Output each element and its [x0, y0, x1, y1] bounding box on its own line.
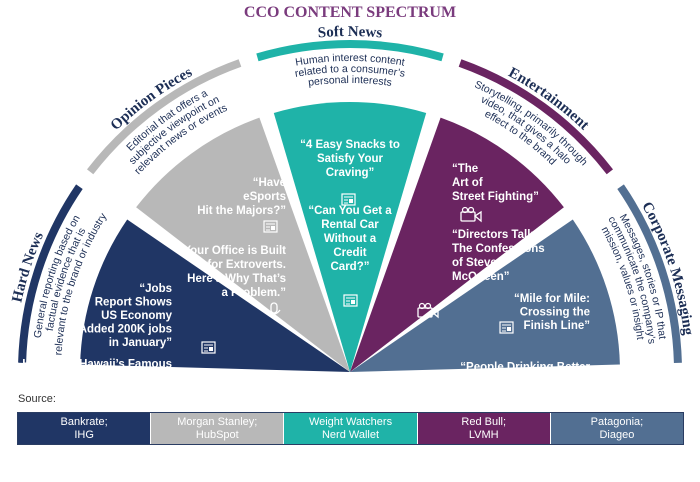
corporate-messaging-band [617, 184, 682, 363]
entertainment-example-line: “The [452, 163, 478, 175]
opinion-pieces-example-line: “Have [253, 177, 286, 189]
source-cell-line: Morgan Stanley; [177, 415, 258, 428]
soft-news-example-line: “Can You Get a [308, 205, 392, 217]
soft-news-example-line: Without a [324, 233, 377, 245]
hard-news-example-line: “The History of Hawaii’s Famous [0, 359, 172, 371]
soft-news-wedge [273, 102, 427, 373]
source-cell-line: Weight Watchers [308, 415, 393, 428]
source-cell-line: Patagonia; [590, 415, 644, 428]
soft-news-band [256, 40, 444, 62]
source-cell-line: Red Bull; [461, 415, 507, 428]
document-icon [257, 380, 272, 393]
video-camera-icon [460, 206, 482, 223]
diagram-title: CCO CONTENT SPECTRUM [244, 4, 456, 21]
opinion-pieces-example-line: eSports [243, 191, 286, 203]
document-icon [561, 380, 576, 393]
source-cell: Bankrate;IHG [18, 413, 151, 444]
corporate-messaging-example-line: Finish Line” [524, 320, 590, 332]
source-cell-line: HubSpot [195, 428, 239, 441]
hard-news-example-line: Report Shows [95, 297, 172, 309]
document-icon [263, 220, 278, 233]
entertainment-example-line: McQueen” [452, 271, 510, 283]
opinion-pieces-wedge [136, 117, 350, 372]
document-icon [341, 193, 356, 206]
source-cell-line: Bankrate; [60, 415, 108, 428]
corporate-messaging-example-line: Not More: an Opportunity, [448, 375, 590, 387]
entertainment-example-line: “Directors Talk: [452, 229, 537, 241]
entertainment-example-line: Street Fighting” [452, 191, 539, 203]
soft-news-label: Soft News [317, 24, 383, 42]
entertainment-example-line: The Confessions [452, 243, 545, 255]
soft-news-example-line: Credit [333, 247, 366, 259]
corporate-messaging-example-line: Crossing the [520, 307, 590, 319]
source-cell-line: Diageo [599, 428, 635, 441]
hard-news-example-line: Added 200K jobs [79, 324, 172, 336]
corporate-messaging-example-line: “People Drinking Better [460, 362, 590, 374]
source-cell: Red Bull;LVMH [416, 413, 550, 444]
source-cell: Patagonia;Diageo [549, 413, 684, 444]
hard-news-wedge [80, 219, 350, 372]
opinion-pieces-example-line: Hit the Majors?” [197, 205, 286, 217]
soft-news-example-line: Rental Car [321, 219, 379, 231]
corporate-messaging-wedge [350, 219, 620, 372]
soft-news-example-line: Craving” [326, 167, 375, 179]
entertainment-band [458, 59, 613, 175]
soft-news-description-line: Human interest content [294, 52, 405, 69]
hard-news-example-line: Kona Coffee Beans” [61, 372, 172, 384]
soft-news-description-line: related to a consumer’s [294, 63, 406, 80]
opinion-pieces-example-line: Here’s Why That’s [187, 273, 286, 285]
corporate-messaging-example-line: not a Threat” [518, 389, 590, 401]
soft-news-example-line: Card?” [331, 261, 370, 273]
soft-news-description-line: personal interests [307, 74, 392, 89]
source-cell-line: Nerd Wallet [321, 428, 380, 441]
opinion-pieces-example-line: “Your Office is Built [178, 245, 287, 257]
hard-news-example-line: “Jobs [139, 283, 172, 295]
source-cell-line: LVMH [468, 428, 499, 441]
entertainment-example-line: Art of [452, 177, 483, 189]
source-cell: Morgan Stanley;HubSpot [150, 413, 284, 444]
source-cell-line: IHG [74, 428, 94, 441]
opinion-pieces-band [87, 59, 242, 175]
hard-news-example-line: US Economy [101, 310, 173, 322]
opinion-pieces-example-line: a Problem.” [221, 287, 286, 299]
hard-news-example-line: in January” [109, 337, 172, 349]
document-icon [201, 341, 216, 354]
soft-news-example-line: Satisfy Your [317, 153, 384, 165]
corporate-messaging-example-line: “Mile for Mile: [514, 293, 590, 305]
video-camera-icon [417, 302, 439, 319]
source-label: Source: [18, 393, 56, 405]
entertainment-wedge [350, 117, 564, 372]
entertainment-example-line: of Steve [452, 257, 497, 269]
hard-news-band [18, 184, 83, 363]
opinion-pieces-example-line: for Extroverts. [207, 259, 286, 271]
document-icon [499, 321, 514, 334]
document-icon [343, 294, 358, 307]
microphone-icon [267, 302, 281, 319]
soft-news-example-line: “4 Easy Snacks to [300, 139, 400, 151]
